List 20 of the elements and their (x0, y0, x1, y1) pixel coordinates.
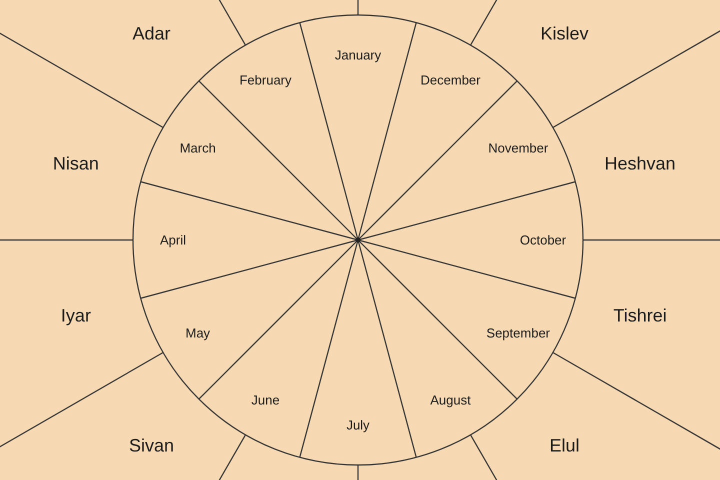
gregorian-month-label: April (160, 232, 186, 248)
hebrew-month-label: Adar (132, 23, 171, 44)
gregorian-month-label: August (430, 392, 471, 408)
hebrew-month-label: Sivan (129, 436, 174, 457)
gregorian-month-label: February (239, 72, 292, 88)
hebrew-month-label: Heshvan (604, 154, 676, 175)
gregorian-month-label: July (346, 418, 370, 432)
gregorian-month-label: June (251, 392, 280, 408)
hebrew-month-label: Elul (549, 436, 580, 457)
hebrew-month-label: Iyar (60, 305, 91, 326)
gregorian-month-label: March (180, 140, 216, 155)
hebrew-month-label: Nisan (52, 154, 99, 175)
hebrew-month-label: Tishrei (613, 305, 667, 326)
gregorian-month-label: January (334, 48, 382, 62)
gregorian-month-label: September (486, 325, 550, 340)
gregorian-month-label: November (488, 140, 548, 155)
gregorian-month-label: October (520, 232, 566, 248)
gregorian-month-label: December (420, 72, 480, 88)
hebrew-month-label: Kislev (540, 23, 588, 44)
gregorian-month-label: May (186, 325, 210, 340)
